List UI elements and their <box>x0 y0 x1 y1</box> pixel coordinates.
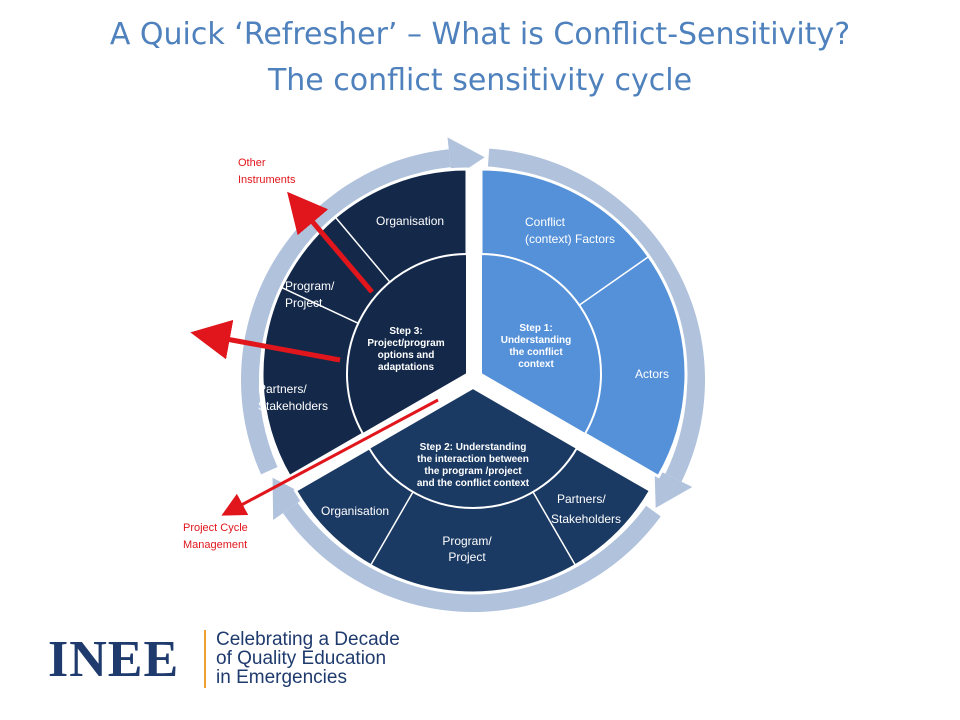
slide-title: A Quick ‘Refresher’ – What is Conflict-S… <box>0 12 960 104</box>
step1-inner-wedge <box>480 252 602 436</box>
step3-divider <box>334 216 391 283</box>
step3-program-line-1: Program/ <box>285 279 335 293</box>
step3-line-2: Project/program <box>367 338 444 349</box>
step3-line-4: adaptations <box>378 362 435 373</box>
step2-divider <box>532 491 577 566</box>
step3-partners-line-2: Stakeholders <box>258 399 328 413</box>
step3-sector <box>260 167 469 479</box>
tagline-line-3: in Emergencies <box>216 667 347 688</box>
inee-logo: INEE <box>48 631 180 688</box>
step3-divider <box>280 286 359 324</box>
tagline-line-1: Celebrating a Decade <box>216 629 400 650</box>
factors-line-2: (context) Factors <box>525 232 615 246</box>
step2-inner-wedge <box>367 386 579 509</box>
title-line-1: A Quick ‘Refresher’ – What is Conflict-S… <box>109 17 851 52</box>
step3-line-3: options and <box>378 350 435 361</box>
step2-center-label: Step 2: Understanding the interaction be… <box>417 442 530 489</box>
step2-partners-line-2: Stakeholders <box>551 512 621 526</box>
program-output-arrow <box>190 319 341 363</box>
step3-program-label: Program/ Project <box>285 279 335 310</box>
project-cycle-arrow <box>221 398 439 516</box>
ring-arc <box>487 148 705 482</box>
other-instruments-label: Other Instruments <box>238 157 296 186</box>
project-cycle-line-1: Project Cycle <box>183 522 248 534</box>
step3-partners-line-1: Partners/ <box>258 382 307 396</box>
output-arrows <box>190 191 439 516</box>
footer-divider <box>204 630 206 688</box>
step1-line-1: Step 1: <box>519 323 552 334</box>
other-instruments-line-1: Other <box>238 157 266 169</box>
ring-arrowhead <box>654 468 693 508</box>
step2-line-3: the program /project <box>424 466 522 477</box>
step2-line-2: the interaction between <box>417 454 529 465</box>
step3-program-line-2: Project <box>285 296 323 310</box>
step1-sector <box>479 167 688 479</box>
step1-factors-label: Conflict (context) Factors <box>525 215 615 246</box>
step3-organisation-label: Organisation <box>376 214 444 228</box>
step3-line-1: Step 3: <box>389 326 422 337</box>
step2-line-1: Step 2: Understanding <box>420 442 527 453</box>
other-instruments-line-2: Instruments <box>238 174 296 186</box>
other-instruments-arrow <box>287 191 374 294</box>
step2-partners-label: Partners/ Stakeholders <box>551 492 621 526</box>
factors-line-1: Conflict <box>525 215 566 229</box>
ring-arc <box>241 149 451 475</box>
footer-tagline: Celebrating a Decade of Quality Educatio… <box>216 630 400 687</box>
step3-center-label: Step 3: Project/program options and adap… <box>367 326 444 373</box>
step1-divider <box>578 255 650 306</box>
step1-center-label: Step 1: Understanding the conflict conte… <box>501 323 572 370</box>
project-cycle-label: Project Cycle Management <box>183 522 248 551</box>
step2-line-4: and the conflict context <box>417 478 530 489</box>
tagline-line-2: of Quality Education <box>216 648 387 669</box>
step2-sector <box>293 386 653 595</box>
project-cycle-line-2: Management <box>183 539 247 551</box>
ring-arc <box>282 502 661 612</box>
step1-line-2: Understanding <box>501 335 572 346</box>
step2-divider <box>369 491 414 566</box>
step3-inner-wedge <box>346 252 468 436</box>
step2-program-line-1: Program/ <box>442 534 492 548</box>
step1-line-3: the conflict <box>509 347 563 358</box>
step2-program-line-2: Project <box>448 550 486 564</box>
ring-arrowhead <box>272 477 308 520</box>
step2-program-label: Program/ Project <box>442 534 492 564</box>
step3-partners-label: Partners/ Stakeholders <box>258 382 328 413</box>
step2-organisation-label: Organisation <box>321 504 389 518</box>
step2-partners-line-1: Partners/ <box>557 492 606 506</box>
step1-line-4: context <box>518 359 554 370</box>
step1-actors-label: Actors <box>635 367 669 381</box>
diagram-sectors <box>260 167 688 595</box>
title-line-2: The conflict sensitivity cycle <box>267 63 693 98</box>
